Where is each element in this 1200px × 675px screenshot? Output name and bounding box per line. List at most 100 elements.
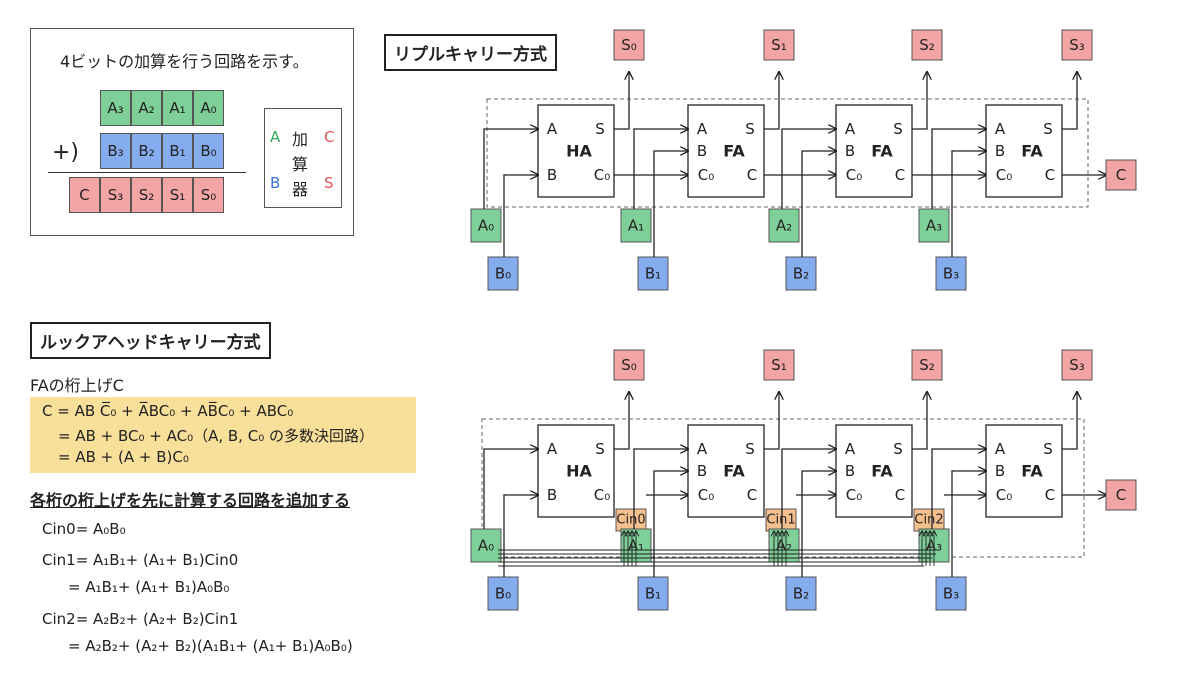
sum-wire (1062, 392, 1077, 450)
adder-block (537, 104, 615, 198)
sum-output-box (1061, 29, 1093, 61)
cin-box-label: Cin1 (766, 513, 795, 528)
a-wire (633, 129, 688, 209)
sum-wire (1062, 72, 1077, 130)
a-wire (781, 449, 836, 529)
block-in-a: A (697, 440, 708, 458)
sum-bit-cell: S₂ (131, 177, 162, 213)
b-input-box (487, 576, 519, 611)
a-input-box-label: A₁ (628, 217, 644, 235)
block-in-a: A (547, 120, 558, 138)
a-input-box-label: A₂ (776, 217, 792, 235)
adder-block (835, 104, 913, 198)
block-out-c: C₀ (594, 486, 611, 504)
adder-block (985, 104, 1063, 198)
eq-cin2-expanded: = A₂B₂+ (A₂+ B₂)(A₁B₁+ (A₁+ B₁)A₀B₀) (68, 637, 353, 655)
sum-output-box-label: S₁ (771, 356, 787, 374)
sum-output-box-label: S₁ (771, 36, 787, 54)
sum-output-box (911, 349, 943, 381)
block-in-cin: C₀ (846, 166, 863, 184)
sum-bit-cell: S₁ (162, 177, 193, 213)
a-input-box-label: A₀ (478, 537, 494, 555)
b-input-box-label: B₁ (645, 265, 661, 283)
adder-legend (264, 108, 342, 208)
b-input-box (935, 256, 967, 291)
fa-carry-line3: = AB + (A + B)C₀ (58, 448, 189, 466)
adder-out-s: S (324, 174, 334, 192)
sum-output-box-label: S₀ (621, 36, 637, 54)
a-input-box (470, 208, 502, 243)
a-input-box (620, 208, 652, 243)
a-input-box (470, 528, 502, 563)
b-bit-cell: B₃ (100, 133, 131, 169)
sum-wire (764, 392, 779, 450)
block-name: FA (723, 142, 745, 161)
b-wire (801, 471, 836, 577)
cin-box-label: Cin0 (616, 513, 645, 528)
block-out-s: S (745, 120, 755, 138)
b-input-box-label: B₃ (943, 265, 959, 283)
block-in-a: A (547, 440, 558, 458)
block-out-s: S (745, 440, 755, 458)
block-name: FA (723, 462, 745, 481)
block-in-cin: C₀ (698, 486, 715, 504)
b-bit-cell: B₂ (131, 133, 162, 169)
b-input-box (637, 576, 669, 611)
sum-output-box (613, 29, 645, 61)
sum-output-box-label: S₃ (1069, 36, 1085, 54)
sum-output-box-label: S₂ (919, 356, 935, 374)
b-input-box-label: B₀ (495, 265, 511, 283)
b-input-box (637, 256, 669, 291)
b-input-box-label: B₂ (793, 585, 809, 603)
carry-out-box (1105, 479, 1137, 511)
block-out-c: C (1045, 166, 1055, 184)
sum-output-box-label: S₂ (919, 36, 935, 54)
block-in-a: A (845, 440, 856, 458)
a-wire (931, 449, 986, 529)
dashed-boundary (481, 418, 1085, 558)
eq-cin2: Cin2= A₂B₂+ (A₂+ B₂)Cin1 (42, 610, 239, 628)
b-input-box-label: B₀ (495, 585, 511, 603)
sum-wire (614, 72, 629, 130)
sum-output-box (763, 349, 795, 381)
sum-wire (912, 72, 927, 130)
b-input-box-label: B₂ (793, 265, 809, 283)
block-out-s: S (595, 120, 605, 138)
carry-cell: C (69, 177, 100, 213)
block-out-s: S (1043, 440, 1053, 458)
a-input-box (768, 208, 800, 243)
adder-block (537, 424, 615, 518)
block-name: FA (871, 142, 893, 161)
block-in-cin: C₀ (698, 166, 715, 184)
a-wire (781, 129, 836, 209)
b-input-box (785, 576, 817, 611)
fa-carry-heading: FAの桁上げC (30, 376, 124, 395)
a-input-box (918, 208, 950, 243)
b-wire (653, 471, 688, 577)
intro-text: 4ビットの加算を行う回路を示す。 (60, 52, 309, 71)
block-name: FA (871, 462, 893, 481)
block-out-s: S (595, 440, 605, 458)
sum-output-box-label: S₀ (621, 356, 637, 374)
block-name: HA (566, 142, 592, 161)
block-in-cin: C₀ (846, 486, 863, 504)
sum-output-box (613, 349, 645, 381)
a-wire (931, 129, 986, 209)
adder-in-b: B (270, 174, 281, 192)
block-out-s: S (893, 120, 903, 138)
b-bit-cell: B₀ (193, 133, 224, 169)
block-in-a: A (995, 120, 1006, 138)
block-in-b: B (845, 462, 855, 480)
block-in-a: A (697, 120, 708, 138)
carry-out-box-label: C (1116, 166, 1126, 184)
block-in-a: A (995, 440, 1006, 458)
a-wire (483, 129, 538, 209)
sum-wire (912, 392, 927, 450)
cin-box-label: Cin2 (914, 513, 943, 528)
adder-label-2: 算 (292, 155, 309, 174)
b-input-box-label: B₃ (943, 585, 959, 603)
block-out-c: C (747, 166, 757, 184)
a-bit-cell: A₁ (162, 90, 193, 126)
